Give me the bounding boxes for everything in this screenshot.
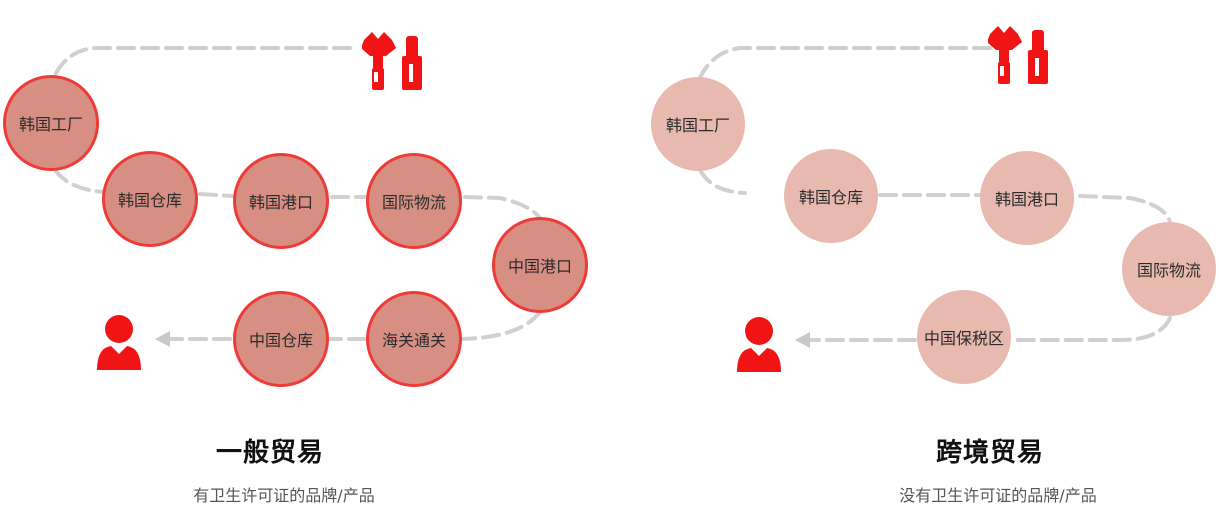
node-korea-warehouse: 韩国仓库 — [784, 149, 878, 243]
general-trade-title: 一般贸易 — [215, 438, 324, 468]
node-international-logistics: 国际物流 — [1122, 222, 1216, 316]
cross-flow-path — [698, 46, 1172, 342]
cross-arrow-head — [795, 332, 810, 348]
person-icon — [97, 315, 141, 370]
general-flow-path — [53, 46, 542, 341]
cross-border-subtitle: 没有卫生许可证的品牌/产品 — [899, 486, 1097, 505]
node-korea-warehouse: 韩国仓库 — [102, 151, 198, 247]
node-china-port: 中国港口 — [492, 217, 588, 313]
node-korea-port: 韩国港口 — [980, 151, 1074, 245]
node-international-logistics: 国际物流 — [366, 153, 462, 249]
node-korea-factory: 韩国工厂 — [651, 77, 745, 171]
node-customs-clearance: 海关通关 — [366, 291, 462, 387]
general-arrow-head — [155, 331, 170, 347]
cosmetics-icon — [988, 26, 1048, 84]
node-korea-factory: 韩国工厂 — [3, 75, 99, 171]
node-korea-port: 韩国港口 — [233, 153, 329, 249]
node-china-bonded-zone: 中国保税区 — [917, 290, 1011, 384]
general-trade-subtitle: 有卫生许可证的品牌/产品 — [193, 486, 375, 505]
person-icon — [737, 317, 781, 372]
cross-border-title: 跨境贸易 — [935, 438, 1044, 468]
cosmetics-icon — [362, 32, 422, 90]
node-china-warehouse: 中国仓库 — [233, 291, 329, 387]
